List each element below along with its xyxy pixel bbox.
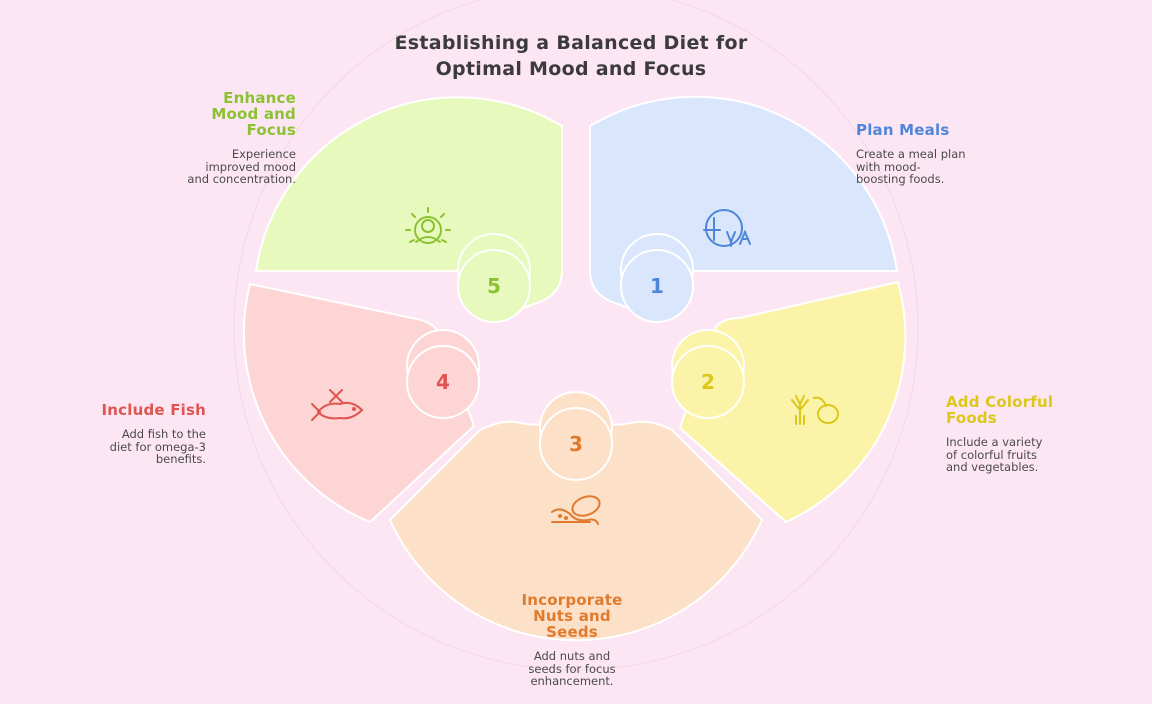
meal-plan-icon [703, 209, 751, 247]
step-4-description: Add fish to the diet for omega-3 benefit… [109, 427, 206, 466]
segment-4: 4 [242, 282, 480, 524]
title-line-2: Optimal Mood and Focus [435, 58, 707, 80]
person-glow-icon [405, 207, 451, 244]
step-number-3: 3 [569, 432, 583, 456]
step-number-5: 5 [487, 274, 501, 298]
segment-2: 2 [671, 280, 907, 524]
title-line-1: Establishing a Balanced Diet for [394, 32, 748, 54]
segment-4-number-circle-2 [406, 345, 480, 419]
step-5-title: Enhance Mood and Focus [211, 89, 296, 139]
fish-icon [311, 389, 364, 421]
segment-1: 1 [589, 95, 899, 323]
segment-2-number-circle-2 [671, 345, 745, 419]
step-2-description: Include a variety of colorful fruits and… [946, 435, 1043, 474]
step-number-4: 4 [436, 370, 450, 394]
segment-3-shape [388, 419, 764, 642]
segment-5: 5 [254, 96, 563, 323]
nuts-icon [551, 495, 601, 525]
segment-5-number-circle-2 [457, 249, 531, 323]
step-number-2: 2 [701, 370, 715, 394]
outer-ring [233, 0, 919, 671]
step-1-title: Plan Meals [856, 121, 950, 139]
step-5-description: Experience improved mood and concentrati… [187, 147, 296, 186]
step-3-title: Incorporate Nuts and Seeds [521, 591, 623, 641]
fruits-vegetables-icon [791, 395, 839, 425]
step-1-description: Create a meal plan with mood- boosting f… [856, 147, 966, 186]
step-number-1: 1 [650, 274, 664, 298]
step-3-description: Add nuts and seeds for focus enhancement… [528, 649, 616, 688]
step-4-title: Include Fish [101, 401, 206, 419]
diagram-title: Establishing a Balanced Diet for Optimal… [0, 30, 1142, 82]
segment-3: 3 [388, 391, 764, 642]
step-2-title: Add Colorful Foods [946, 393, 1054, 427]
segment-3-number-circle-2 [539, 407, 613, 481]
segment-1-number-circle-2 [620, 249, 694, 323]
